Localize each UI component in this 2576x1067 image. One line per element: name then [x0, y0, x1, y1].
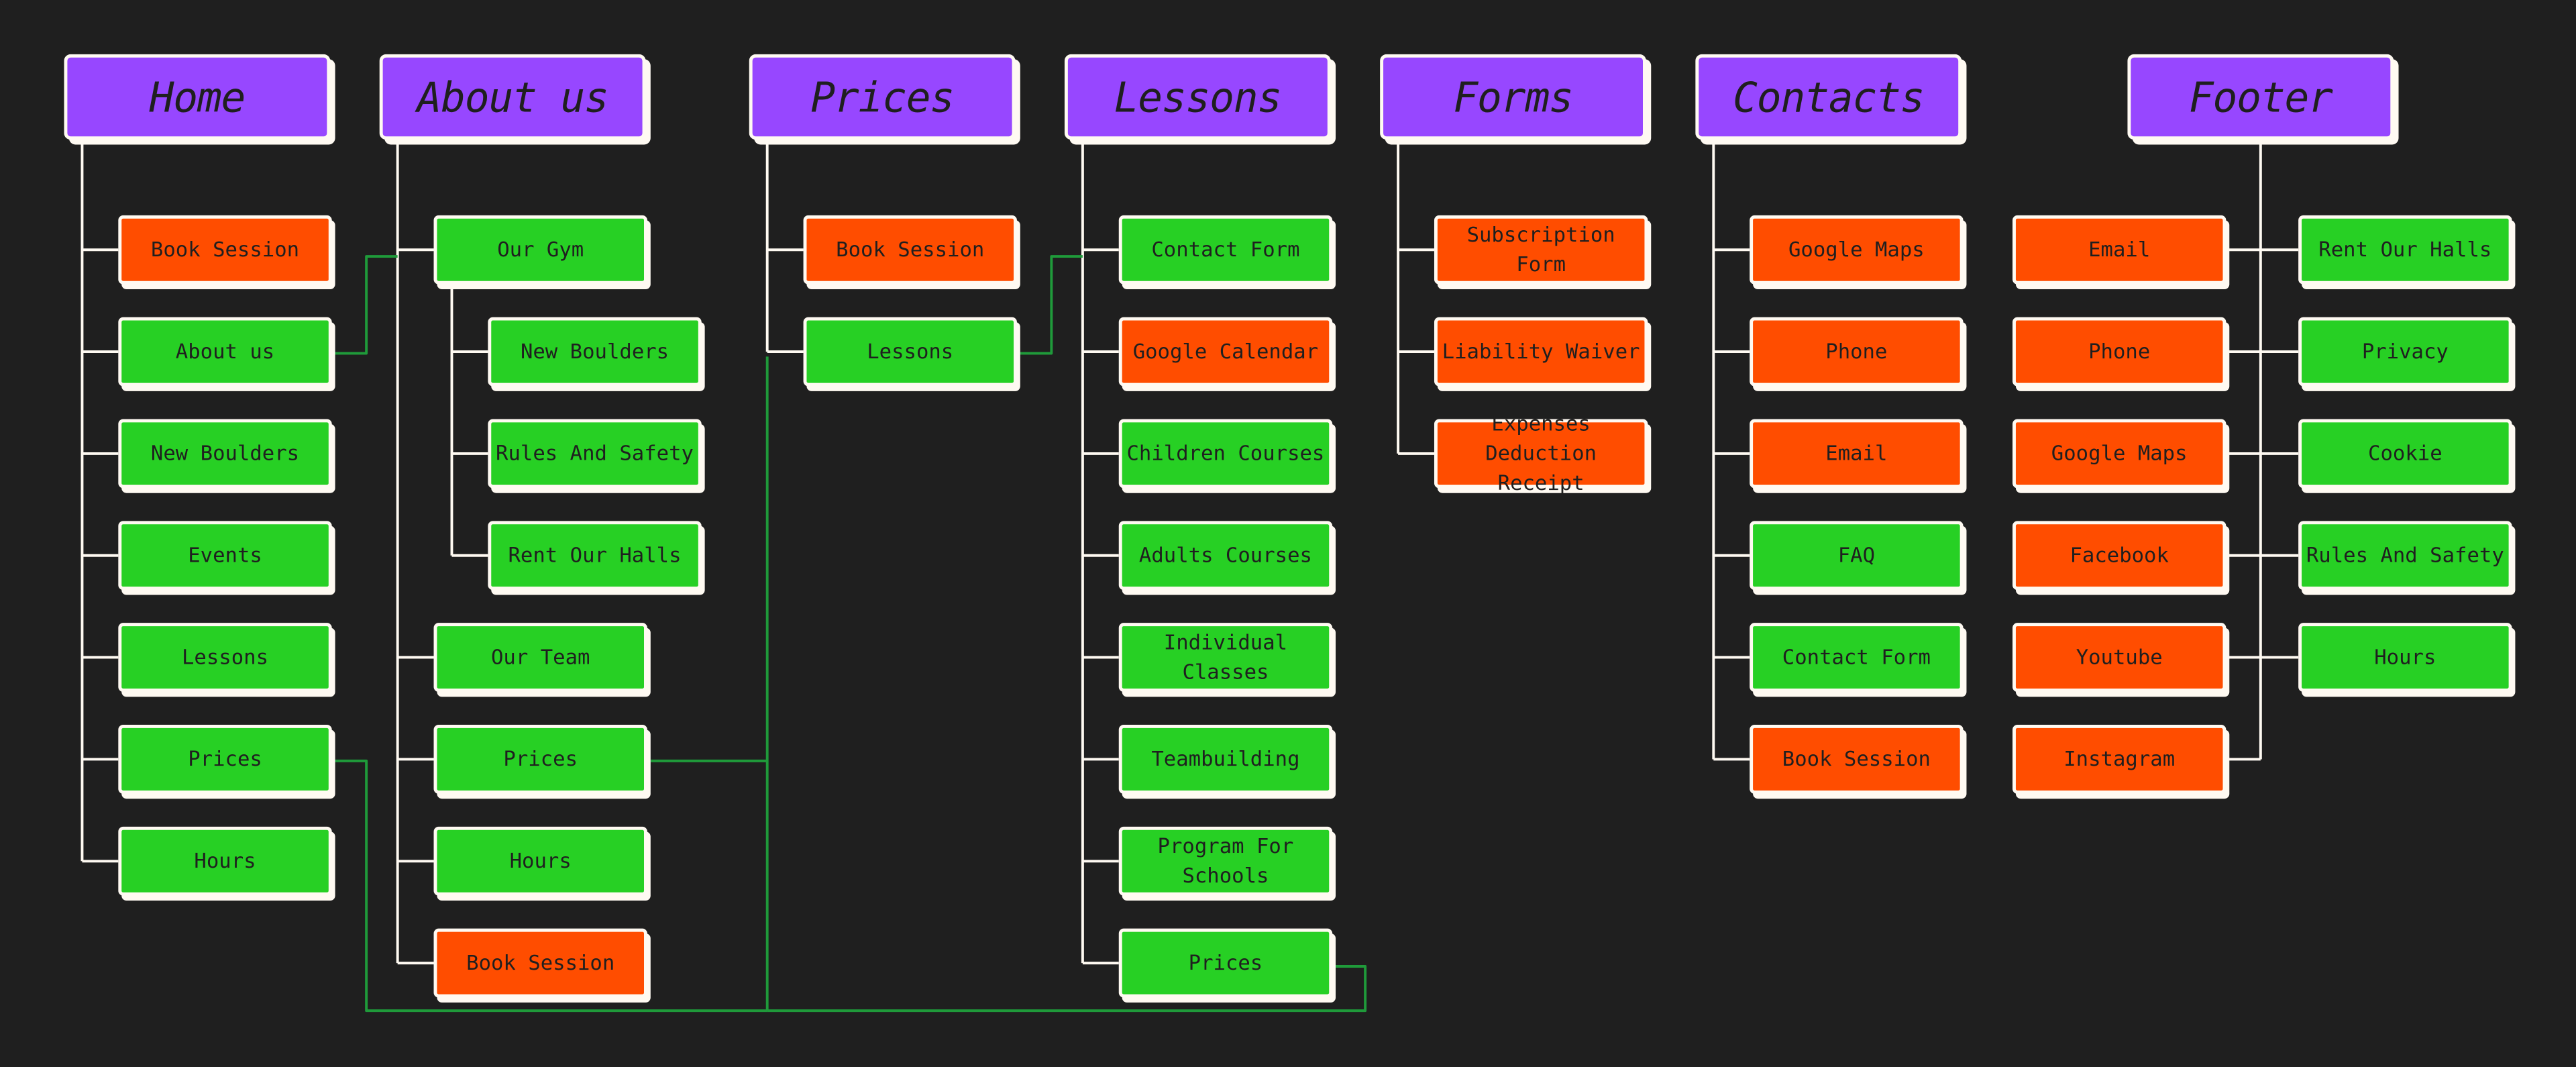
node-expenses-deduction-receipt[interactable]: Expenses Deduction Receipt — [1434, 411, 1648, 495]
header-home[interactable]: Home — [64, 54, 331, 140]
crosslink-home-about-to-our-gym — [335, 255, 398, 355]
node-youtube[interactable]: Youtube — [2012, 623, 2226, 693]
node-rent-our-halls[interactable]: Rent Our Halls — [2298, 215, 2512, 285]
node-google-maps[interactable]: Google Maps — [2012, 419, 2226, 489]
node-our-gym[interactable]: Our Gym — [433, 215, 647, 285]
node-rules-and-safety[interactable]: Rules And Safety — [2298, 521, 2512, 591]
node-email[interactable]: Email — [1750, 419, 1964, 489]
node-faq[interactable]: FAQ — [1750, 521, 1964, 591]
node-hours[interactable]: Hours — [118, 826, 332, 896]
node-adults-courses[interactable]: Adults Courses — [1118, 521, 1333, 591]
node-instagram[interactable]: Instagram — [2012, 725, 2226, 794]
node-book-session[interactable]: Book Session — [803, 215, 1017, 285]
node-facebook[interactable]: Facebook — [2012, 521, 2226, 591]
node-cookie[interactable]: Cookie — [2298, 419, 2512, 489]
node-google-maps[interactable]: Google Maps — [1750, 215, 1964, 285]
header-forms[interactable]: Forms — [1380, 54, 1646, 140]
node-contact-form[interactable]: Contact Form — [1118, 215, 1333, 285]
node-hours[interactable]: Hours — [2298, 623, 2512, 693]
node-google-calendar[interactable]: Google Calendar — [1118, 317, 1333, 387]
header-prices[interactable]: Prices — [749, 54, 1016, 140]
node-hours[interactable]: Hours — [433, 826, 647, 896]
node-phone[interactable]: Phone — [2012, 317, 2226, 387]
node-rent-our-halls[interactable]: Rent Our Halls — [488, 521, 702, 591]
node-book-session[interactable]: Book Session — [1750, 725, 1964, 794]
node-individual-classes[interactable]: Individual Classes — [1118, 623, 1333, 693]
node-program-for-schools[interactable]: Program For Schools — [1118, 826, 1333, 896]
node-liability-waiver[interactable]: Liability Waiver — [1434, 317, 1648, 387]
node-phone[interactable]: Phone — [1750, 317, 1964, 387]
node-subscription-form[interactable]: Subscription Form — [1434, 215, 1648, 285]
node-new-boulders[interactable]: New Boulders — [488, 317, 702, 387]
node-lessons[interactable]: Lessons — [803, 317, 1017, 387]
node-book-session[interactable]: Book Session — [433, 928, 647, 998]
node-about-us[interactable]: About us — [118, 317, 332, 387]
node-privacy[interactable]: Privacy — [2298, 317, 2512, 387]
header-lessons[interactable]: Lessons — [1064, 54, 1331, 140]
node-rules-and-safety[interactable]: Rules And Safety — [488, 419, 702, 489]
node-events[interactable]: Events — [118, 521, 332, 591]
node-prices[interactable]: Prices — [1118, 928, 1333, 998]
header-footer[interactable]: Footer — [2127, 54, 2394, 140]
node-book-session[interactable]: Book Session — [118, 215, 332, 285]
crosslink-lessons-prices-to-prices — [767, 965, 1367, 1013]
node-email[interactable]: Email — [2012, 215, 2226, 285]
node-our-team[interactable]: Our Team — [433, 623, 647, 693]
crosslink-home-prices-to-prices — [335, 759, 767, 1013]
header-contacts[interactable]: Contacts — [1695, 54, 1962, 140]
node-prices[interactable]: Prices — [118, 725, 332, 794]
node-lessons[interactable]: Lessons — [118, 623, 332, 693]
crosslink-prices-lessons-to-lessons — [1020, 255, 1083, 355]
node-children-courses[interactable]: Children Courses — [1118, 419, 1333, 489]
node-new-boulders[interactable]: New Boulders — [118, 419, 332, 489]
node-contact-form[interactable]: Contact Form — [1750, 623, 1964, 693]
header-about-us[interactable]: About us — [379, 54, 646, 140]
node-teambuilding[interactable]: Teambuilding — [1118, 725, 1333, 794]
node-prices[interactable]: Prices — [433, 725, 647, 794]
